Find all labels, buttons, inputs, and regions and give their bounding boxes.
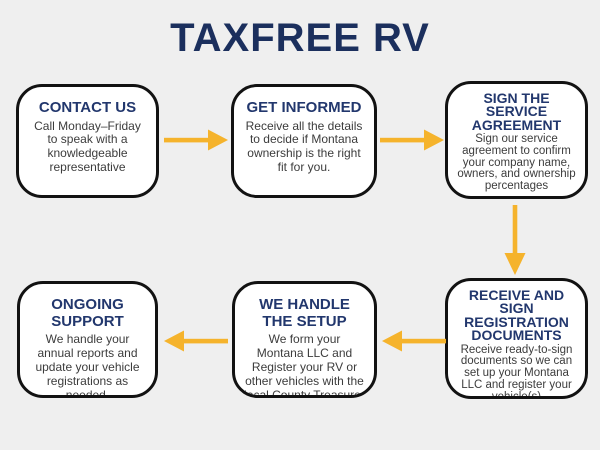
step-heading: ONGOING SUPPORT: [51, 296, 124, 330]
arrow-left-icon: [382, 330, 446, 352]
arrow-right-icon: [164, 129, 228, 151]
step-heading: CONTACT US: [38, 99, 137, 116]
arrow-down-icon: [502, 205, 528, 275]
step-heading: WE HANDLE THE SETUP: [259, 296, 350, 330]
step-box-sign-service-agreement: SIGN THE SERVICE AGREEMENT Sign our serv…: [445, 81, 588, 199]
arrow-left-icon: [164, 330, 228, 352]
step-box-contact-us: CONTACT US Call Monday–Friday to speak w…: [16, 84, 159, 198]
page-title: TAXFREE RV: [170, 16, 430, 60]
step-body: Sign our service agreement to confirm yo…: [457, 133, 576, 193]
step-body: We handle your annual reports and update…: [35, 332, 140, 398]
step-body: Call Monday–Friday to speak with a knowl…: [34, 118, 141, 175]
step-heading: RECEIVE AND SIGN REGISTRATION DOCUMENTS: [464, 287, 569, 344]
step-box-receive-sign-documents: RECEIVE AND SIGN REGISTRATION DOCUMENTS …: [445, 278, 588, 399]
step-heading: SIGN THE SERVICE AGREEMENT: [471, 90, 562, 133]
arrow-right-icon: [380, 129, 444, 151]
step-box-ongoing-support: ONGOING SUPPORT We handle your annual re…: [17, 281, 158, 398]
step-body: Receive all the details to decide if Mon…: [245, 118, 363, 175]
step-body: Receive ready-to-sign documents so we ca…: [460, 343, 573, 399]
step-body: We form your Montana LLC and Register yo…: [244, 332, 365, 398]
step-box-we-handle-setup: WE HANDLE THE SETUP We form your Montana…: [232, 281, 377, 398]
step-heading: GET INFORMED: [246, 99, 362, 116]
step-box-get-informed: GET INFORMED Receive all the details to …: [231, 84, 377, 198]
